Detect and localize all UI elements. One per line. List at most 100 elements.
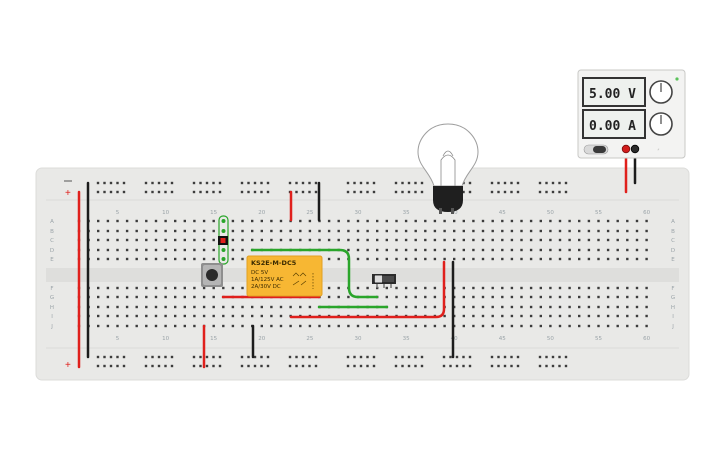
breadboard-hole[interactable] xyxy=(626,229,629,233)
breadboard-hole[interactable] xyxy=(279,324,283,328)
breadboard-hole[interactable] xyxy=(356,248,360,252)
breadboard-hole[interactable] xyxy=(260,324,263,328)
rail-hole[interactable] xyxy=(253,181,257,185)
breadboard-hole[interactable] xyxy=(385,286,388,290)
breadboard-hole[interactable] xyxy=(318,324,321,328)
breadboard-hole[interactable] xyxy=(376,257,379,261)
rail-hole[interactable] xyxy=(442,364,446,368)
breadboard-hole[interactable] xyxy=(174,219,177,223)
breadboard-hole[interactable] xyxy=(578,314,581,318)
breadboard-hole[interactable] xyxy=(212,248,215,252)
breadboard-hole[interactable] xyxy=(135,229,138,233)
rail-hole[interactable] xyxy=(288,355,292,359)
breadboard-hole[interactable] xyxy=(597,219,600,223)
breadboard-hole[interactable] xyxy=(193,257,196,261)
breadboard-hole[interactable] xyxy=(212,238,215,242)
positive-terminal[interactable] xyxy=(621,144,631,154)
rail-hole[interactable] xyxy=(96,364,100,368)
rail-hole[interactable] xyxy=(516,355,520,359)
rail-hole[interactable] xyxy=(109,355,113,359)
breadboard-hole[interactable] xyxy=(491,295,494,299)
rail-hole[interactable] xyxy=(151,355,154,359)
breadboard-hole[interactable] xyxy=(193,229,196,233)
breadboard-hole[interactable] xyxy=(645,238,648,242)
rail-hole[interactable] xyxy=(468,364,472,368)
breadboard-hole[interactable] xyxy=(635,219,639,223)
breadboard-hole[interactable] xyxy=(645,305,648,309)
breadboard-hole[interactable] xyxy=(462,257,465,261)
rail-hole[interactable] xyxy=(551,190,555,194)
breadboard-hole[interactable] xyxy=(597,238,600,242)
breadboard-hole[interactable] xyxy=(626,257,629,261)
breadboard-hole[interactable] xyxy=(510,324,514,328)
breadboard-hole[interactable] xyxy=(376,324,379,328)
breadboard-hole[interactable] xyxy=(472,286,475,290)
breadboard-hole[interactable] xyxy=(404,229,408,233)
rail-hole[interactable] xyxy=(394,190,398,194)
led-indicator[interactable] xyxy=(218,215,229,265)
rail-hole[interactable] xyxy=(538,364,542,368)
rail-hole[interactable] xyxy=(247,355,250,359)
rail-hole[interactable] xyxy=(164,355,167,359)
breadboard-hole[interactable] xyxy=(145,314,148,318)
rail-hole[interactable] xyxy=(116,181,119,185)
breadboard-hole[interactable] xyxy=(174,229,177,233)
breadboard-hole[interactable] xyxy=(299,229,302,233)
breadboard-hole[interactable] xyxy=(308,219,312,223)
breadboard-hole[interactable] xyxy=(404,324,408,328)
rail-hole[interactable] xyxy=(260,190,263,194)
breadboard-hole[interactable] xyxy=(433,238,437,242)
rail-hole[interactable] xyxy=(116,190,119,194)
breadboard-hole[interactable] xyxy=(606,314,610,318)
breadboard-hole[interactable] xyxy=(116,238,119,242)
rail-hole[interactable] xyxy=(490,355,494,359)
breadboard-hole[interactable] xyxy=(202,286,206,290)
rail-hole[interactable] xyxy=(516,190,520,194)
breadboard-hole[interactable] xyxy=(645,219,648,223)
breadboard-hole[interactable] xyxy=(279,314,283,318)
rail-hole[interactable] xyxy=(353,190,356,194)
rail-hole[interactable] xyxy=(468,190,472,194)
breadboard-hole[interactable] xyxy=(193,314,196,318)
breadboard-hole[interactable] xyxy=(616,295,619,299)
rail-hole[interactable] xyxy=(414,181,417,185)
breadboard-hole[interactable] xyxy=(164,257,167,261)
breadboard-hole[interactable] xyxy=(510,229,514,233)
breadboard-hole[interactable] xyxy=(135,286,138,290)
breadboard-hole[interactable] xyxy=(578,305,581,309)
green-wire-upper[interactable] xyxy=(250,248,379,299)
rail-hole[interactable] xyxy=(314,355,318,359)
breadboard-hole[interactable] xyxy=(154,305,158,309)
breadboard-hole[interactable] xyxy=(539,219,542,223)
breadboard-hole[interactable] xyxy=(529,324,533,328)
breadboard-hole[interactable] xyxy=(587,286,591,290)
breadboard-hole[interactable] xyxy=(481,305,485,309)
breadboard-hole[interactable] xyxy=(183,257,186,261)
breadboard-hole[interactable] xyxy=(520,286,523,290)
breadboard-hole[interactable] xyxy=(539,257,542,261)
breadboard-hole[interactable] xyxy=(443,238,446,242)
breadboard-hole[interactable] xyxy=(568,295,571,299)
rail-hole[interactable] xyxy=(442,355,446,359)
breadboard-hole[interactable] xyxy=(587,219,591,223)
breadboard-hole[interactable] xyxy=(183,219,186,223)
rail-hole[interactable] xyxy=(468,355,472,359)
breadboard-hole[interactable] xyxy=(549,295,552,299)
breadboard-hole[interactable] xyxy=(125,219,129,223)
breadboard-hole[interactable] xyxy=(529,314,533,318)
rail-hole[interactable] xyxy=(468,181,472,185)
breadboard-hole[interactable] xyxy=(587,295,591,299)
breadboard-hole[interactable] xyxy=(106,257,110,261)
breadboard-hole[interactable] xyxy=(299,219,302,223)
breadboard-hole[interactable] xyxy=(106,229,110,233)
breadboard-hole[interactable] xyxy=(462,324,465,328)
breadboard-hole[interactable] xyxy=(202,229,206,233)
rail-hole[interactable] xyxy=(394,181,398,185)
breadboard-hole[interactable] xyxy=(193,238,196,242)
rail-hole[interactable] xyxy=(205,364,209,368)
breadboard-hole[interactable] xyxy=(424,248,427,252)
breadboard-hole[interactable] xyxy=(125,248,129,252)
breadboard-hole[interactable] xyxy=(520,305,523,309)
breadboard-hole[interactable] xyxy=(308,229,312,233)
breadboard-hole[interactable] xyxy=(529,229,533,233)
